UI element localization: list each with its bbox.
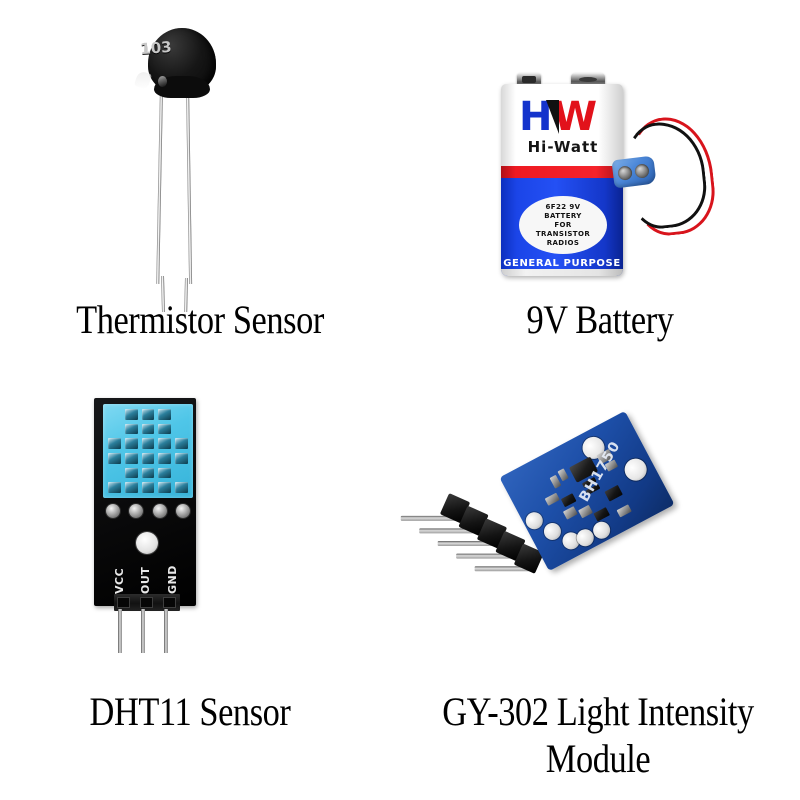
battery-red-band: [501, 166, 623, 178]
thermistor-highlight-secondary: [158, 76, 167, 87]
snap-terminal-b: [634, 163, 650, 179]
dht11-header-slot: [163, 597, 176, 608]
dht11-header-slot: [140, 597, 153, 608]
gy302-gold-pad: [540, 519, 564, 543]
dht11-vent-cell: [124, 438, 138, 449]
dht11-vent-cell: [158, 467, 172, 479]
dht11-mounting-hole: [136, 532, 158, 554]
dht11-header-slot: [117, 597, 130, 608]
battery-footer-text: GENERAL PURPOSE: [503, 258, 621, 269]
dht11-vent-cell: [108, 424, 121, 435]
gy302-smd-component: [560, 493, 577, 508]
spec-line-2: BATTERY: [544, 211, 582, 220]
dht11-vent-cell: [141, 482, 155, 493]
gy302-smd-component: [604, 484, 623, 502]
dht11-pin: [141, 609, 145, 653]
spec-line-3: FOR: [554, 220, 572, 229]
dht11-vent-cell: [141, 423, 155, 435]
dht11-vent-cell: [175, 468, 188, 479]
brand-name-text: Hi-Watt: [527, 138, 599, 156]
dht11-vent-cell: [141, 453, 155, 464]
battery-negative-terminal: [517, 73, 541, 86]
battery-bottom-edge: [501, 269, 623, 276]
dht11-vent-cell: [141, 438, 155, 449]
dht11-vent-cell: [124, 409, 138, 420]
gy302-smd-component: [562, 506, 578, 520]
battery-spec-oval: 6F22 9V BATTERY FOR TRANSISTOR RADIOS: [519, 196, 607, 254]
dht11-vent-cell: [141, 409, 155, 420]
dht11-solder-pads: [106, 503, 190, 519]
thermistor-lead-right-icon: [186, 85, 193, 284]
dht11-pcb: VCC OUT GND: [94, 398, 196, 611]
dht11-vent-cell: [175, 409, 188, 420]
dht11-sensor-image: VCC OUT GND: [88, 398, 218, 653]
logo-letter-w: W: [553, 94, 597, 140]
dht11-vent-cell: [175, 424, 188, 435]
dht11-pad: [175, 504, 190, 518]
dht11-pin-header: [114, 594, 180, 611]
dht11-vent-cell: [108, 453, 121, 464]
dht11-pad: [152, 504, 167, 518]
thermistor-code-label: 103: [139, 37, 173, 59]
gy302-smd-component: [593, 507, 610, 522]
dht11-vent-cell: [158, 453, 172, 464]
dht11-vent-cell: [175, 453, 188, 464]
gy302-mounting-hole-right: [620, 454, 651, 485]
dht11-vent-grid: [108, 409, 188, 493]
spec-line-1: 6F22 9V: [545, 202, 581, 211]
caption-dht11-sensor: DHT11 Sensor: [89, 689, 291, 734]
dht11-pin-labels: VCC OUT GND: [106, 558, 186, 594]
dht11-vent-cell: [108, 468, 121, 479]
caption-gy302-module: GY-302 Light Intensity Module: [442, 689, 754, 781]
thermistor-lead-left-icon: [156, 87, 163, 284]
dht11-pin: [118, 609, 122, 653]
dht11-vent-cell: [175, 482, 188, 493]
dht11-vent-cell: [158, 482, 172, 493]
dht11-pad: [129, 504, 144, 518]
spec-line-4: TRANSISTOR: [535, 229, 591, 238]
dht11-pin-label-out: OUT: [139, 566, 153, 594]
battery-body: H W Hi-Watt 6F22 9V BATTERY FOR TRANSIST…: [501, 84, 623, 276]
dht11-pin: [164, 609, 168, 653]
gy302-module-image: BH1750: [400, 410, 700, 655]
dht11-vent-cell: [108, 438, 121, 449]
snap-terminal-a: [617, 165, 633, 181]
hi-watt-logo: H W: [517, 94, 609, 140]
dht11-vent-cell: [124, 482, 138, 493]
battery-white-section: [501, 84, 623, 166]
gy302-smd-component: [578, 504, 593, 519]
dht11-sensor-housing: [103, 404, 193, 498]
dht11-vent-cell: [124, 453, 138, 464]
gy302-gold-pad: [522, 509, 546, 533]
dht11-pin-label-gnd: GND: [166, 565, 180, 594]
thermistor-sensor-image: 103: [120, 28, 280, 313]
gy302-smd-component: [557, 468, 569, 482]
dht11-vent-cell: [108, 409, 121, 420]
gy302-smd-component: [544, 492, 560, 506]
dht11-vent-cell: [141, 467, 155, 479]
9v-battery-image: H W Hi-Watt 6F22 9V BATTERY FOR TRANSIST…: [495, 62, 719, 277]
dht11-vent-cell: [158, 423, 172, 435]
battery-snap-connector: [611, 155, 657, 189]
caption-9v-battery: 9V Battery: [526, 297, 674, 342]
logo-letter-h: H: [519, 94, 553, 140]
dht11-vent-cell: [158, 438, 172, 449]
dht11-vent-cell: [158, 409, 172, 420]
battery-positive-terminal: [571, 73, 605, 85]
dht11-pin-label-vcc: VCC: [112, 567, 126, 594]
thermistor-highlight: [133, 70, 153, 90]
caption-thermistor-sensor: Thermistor Sensor: [76, 297, 324, 342]
gy302-smd-component: [616, 504, 632, 518]
dht11-vent-cell: [175, 438, 188, 449]
dht11-pad: [106, 504, 120, 518]
dht11-vent-cell: [124, 423, 138, 435]
dht11-vent-cell: [108, 482, 121, 493]
dht11-vent-cell: [124, 467, 138, 479]
logo-wedge-icon: [546, 100, 559, 134]
spec-line-5: RADIOS: [546, 238, 580, 247]
